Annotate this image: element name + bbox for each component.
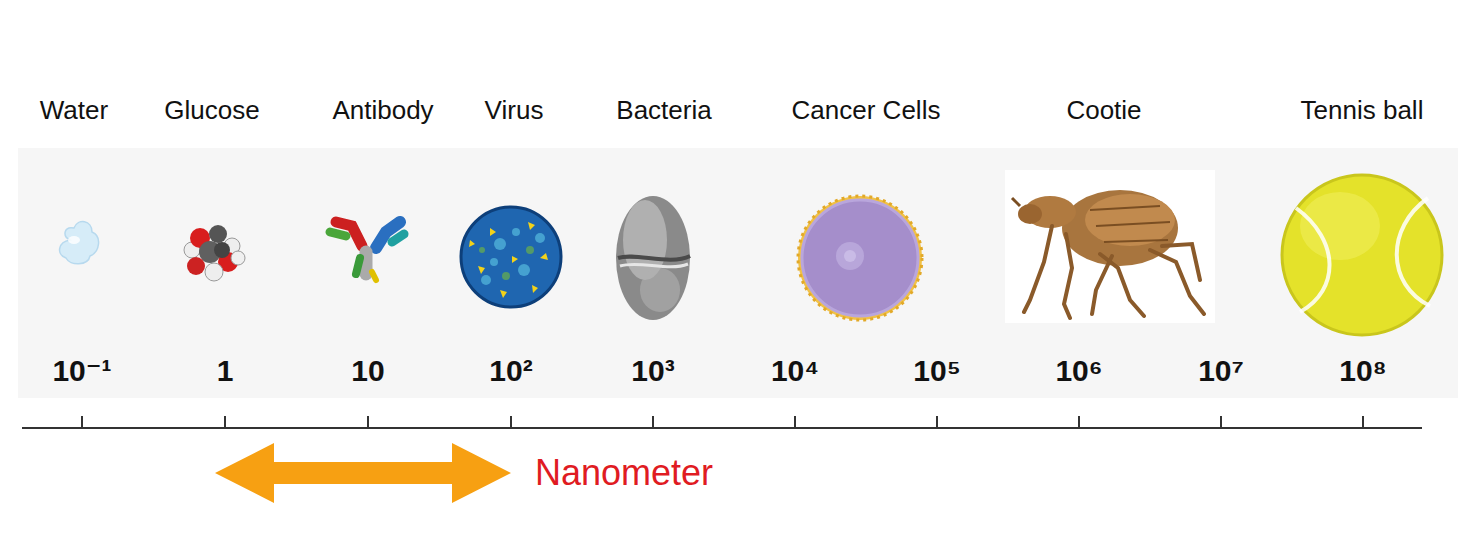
antibody-icon (330, 222, 404, 280)
water-icon (60, 222, 99, 264)
scale-number: 10⁸ (1339, 354, 1387, 387)
image-panel (18, 148, 1458, 398)
item-name: Bacteria (616, 96, 711, 125)
virus-icon (461, 207, 561, 307)
scale-number: 10⁵ (913, 354, 960, 387)
scale-number: 10⁴ (771, 354, 819, 387)
item-name: Cancer Cells (792, 96, 941, 125)
glucose-icon (184, 225, 245, 281)
cootie-icon (1005, 170, 1215, 323)
scale-number: 10 (351, 354, 384, 387)
range-arrow (215, 443, 511, 503)
tennis-ball-icon (1282, 175, 1442, 335)
item-name: Tennis ball (1301, 96, 1424, 125)
bacteria-icon (616, 196, 690, 320)
item-name: Antibody (332, 96, 433, 125)
item-name: Virus (485, 96, 544, 125)
scale-number: 1 (217, 354, 234, 387)
unit-label: Nanometer (535, 453, 713, 493)
scale-number: 10³ (631, 354, 674, 387)
item-name: Cootie (1066, 96, 1141, 125)
scale-number: 10⁷ (1198, 354, 1244, 387)
cancer-cell-icon (798, 196, 922, 320)
scale-number: 10² (489, 354, 532, 387)
scale-number: 10⁶ (1055, 354, 1102, 387)
scale-number: 10⁻¹ (52, 354, 111, 387)
item-name: Water (40, 96, 108, 125)
item-name: Glucose (164, 96, 259, 125)
axis (22, 416, 1422, 428)
